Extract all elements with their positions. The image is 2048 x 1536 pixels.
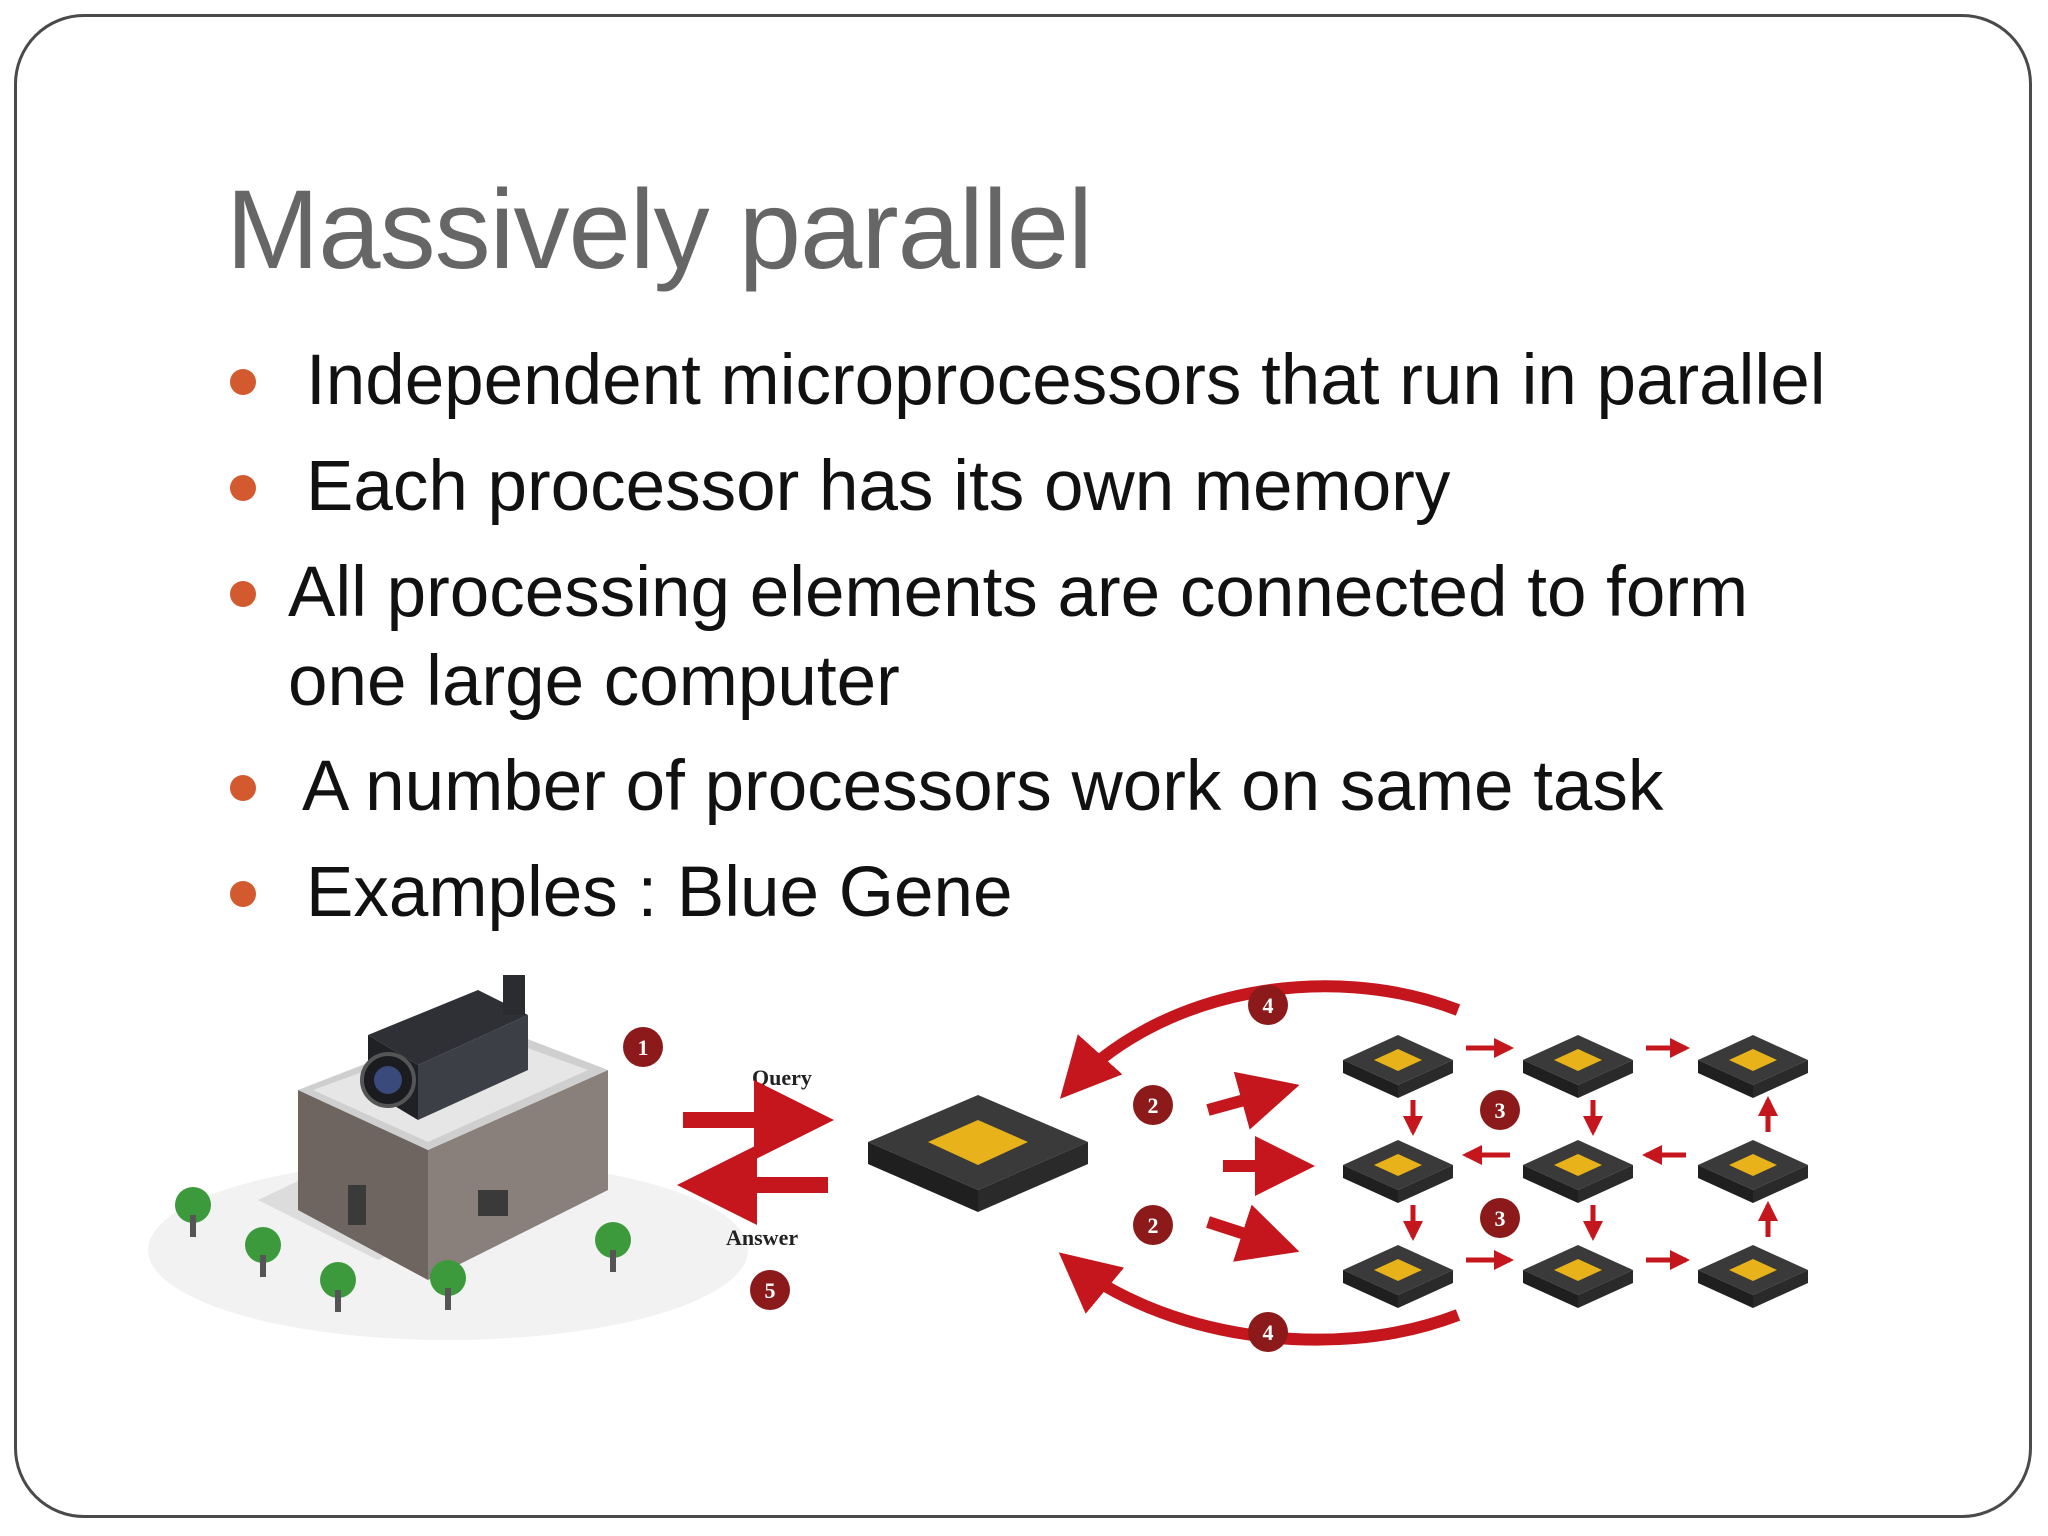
bullet-dot xyxy=(230,475,256,501)
processor-chip xyxy=(1698,1140,1808,1203)
processor-chip xyxy=(1523,1035,1633,1098)
query-label: Query xyxy=(752,1065,812,1090)
dispatch-arrow-top xyxy=(1206,1071,1300,1130)
processor-chip xyxy=(1698,1035,1808,1098)
processor-chip xyxy=(1523,1245,1633,1308)
building-icon xyxy=(258,1020,608,1280)
step-badge-1: 1 xyxy=(623,1027,663,1067)
curved-arrow-bottom xyxy=(1058,1252,1461,1346)
bullet-text-continued: one large computer xyxy=(288,642,900,721)
processor-chip xyxy=(1698,1245,1808,1308)
bullet-dot xyxy=(230,775,256,801)
bullet-dot xyxy=(230,581,256,607)
bullet-dot xyxy=(230,369,256,395)
step-badge-4-bottom: 4 xyxy=(1248,1312,1288,1352)
bullet-dot xyxy=(230,881,256,907)
svg-text:5: 5 xyxy=(765,1278,776,1303)
step-badge-2-bottom: 2 xyxy=(1133,1205,1173,1245)
processor-grid xyxy=(1343,1035,1808,1308)
svg-text:2: 2 xyxy=(1148,1213,1159,1238)
processor-chip xyxy=(1343,1035,1453,1098)
answer-label: Answer xyxy=(726,1225,798,1250)
step-badge-4-top: 4 xyxy=(1248,985,1288,1025)
step-badge-2-top: 2 xyxy=(1133,1085,1173,1125)
bullet-text: All processing elements are connected to… xyxy=(288,553,1749,632)
bullet-text: A number of processors work on same task xyxy=(302,747,1664,826)
processor-chip xyxy=(1343,1140,1453,1203)
svg-text:4: 4 xyxy=(1263,993,1274,1018)
svg-text:1: 1 xyxy=(638,1035,649,1060)
dispatch-arrow-bottom xyxy=(1206,1204,1300,1262)
step-badge-5: 5 xyxy=(750,1270,790,1310)
svg-text:2: 2 xyxy=(1148,1093,1159,1118)
video-camera-icon xyxy=(360,975,528,1120)
processor-chip xyxy=(1523,1140,1633,1203)
master-processor-chip xyxy=(868,1095,1088,1212)
svg-text:3: 3 xyxy=(1495,1098,1506,1123)
svg-text:3: 3 xyxy=(1495,1206,1506,1231)
step-badge-3-bottom: 3 xyxy=(1480,1198,1520,1238)
slide-title: Massively parallel xyxy=(226,167,1093,292)
curved-arrow-top xyxy=(1059,980,1461,1099)
interconnect-arrows xyxy=(1403,1038,1778,1270)
bullet-text: Examples : Blue Gene xyxy=(306,853,1013,932)
processor-chip xyxy=(1343,1245,1453,1308)
step-badge-3-top: 3 xyxy=(1480,1090,1520,1130)
tree-icon xyxy=(175,1187,631,1312)
svg-text:4: 4 xyxy=(1263,1320,1274,1345)
bullet-text: Independent microprocessors that run in … xyxy=(306,341,1826,420)
bullet-text: Each processor has its own memory xyxy=(306,447,1451,526)
massively-parallel-diagram: 1 Query Answer 5 4 4 2 2 xyxy=(148,975,1808,1352)
